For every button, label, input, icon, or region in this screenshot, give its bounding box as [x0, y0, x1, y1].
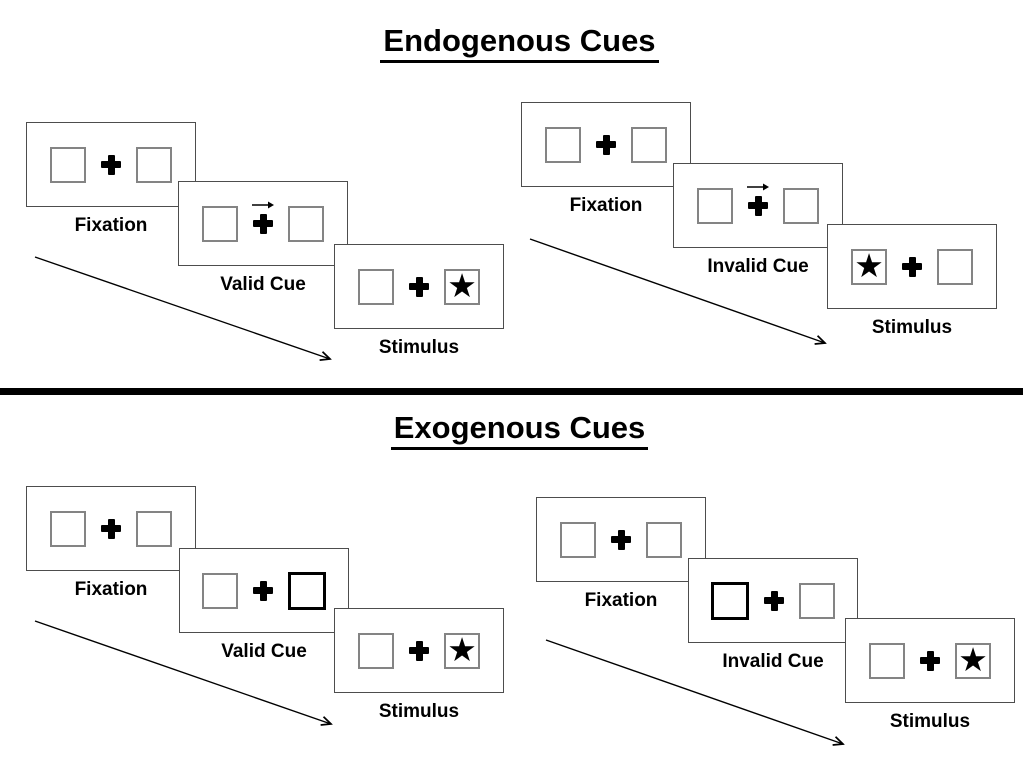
panel-invalid-cue	[688, 558, 858, 643]
panel-stimulus: ★	[334, 244, 504, 329]
panel-label: Stimulus	[871, 317, 953, 338]
right-box	[646, 521, 682, 558]
left-box	[202, 572, 238, 609]
panel-valid-cue	[178, 181, 348, 266]
left-box	[697, 187, 733, 224]
right-box: ★	[444, 630, 480, 669]
panel-invalid-cue	[673, 163, 843, 248]
fixation-cross-icon	[611, 529, 631, 550]
fixation-cross-icon	[920, 650, 940, 671]
right-box	[937, 248, 973, 285]
right-box	[631, 126, 667, 163]
panel-valid-cue	[179, 548, 349, 633]
fixation-cross-icon	[902, 256, 922, 277]
panel-label: Invalid Cue	[707, 256, 809, 277]
panel-label: Stimulus	[378, 701, 460, 722]
fixation-cross-icon	[764, 590, 784, 611]
right-box	[136, 510, 172, 547]
left-box	[50, 146, 86, 183]
fixation-cross-icon	[409, 276, 429, 297]
panel-label: Invalid Cue	[722, 651, 824, 672]
panel-fixation	[536, 497, 706, 582]
timeline-arrow	[34, 620, 343, 733]
cue-arrow-icon	[747, 183, 769, 190]
right-box	[783, 187, 819, 224]
left-box	[202, 205, 238, 242]
fixation-cross-icon	[252, 201, 274, 234]
timeline-arrow	[545, 639, 855, 753]
fixation-cross-icon	[101, 154, 121, 175]
right-box: ★	[444, 266, 480, 305]
panel-label: Fixation	[569, 195, 643, 216]
panel-fixation	[26, 486, 196, 571]
panel-label: Fixation	[74, 215, 148, 236]
star-icon: ★	[447, 630, 477, 668]
panel-label: Fixation	[74, 579, 148, 600]
fixation-cross-icon	[101, 518, 121, 539]
panel-fixation	[521, 102, 691, 187]
section-title-endogenous: Endogenous Cues	[0, 24, 1023, 63]
right-box: ★	[955, 640, 991, 679]
star-icon: ★	[958, 640, 988, 678]
right-box	[136, 146, 172, 183]
panel-stimulus: ★	[845, 618, 1015, 703]
panel-label: Stimulus	[378, 337, 460, 358]
left-box	[560, 521, 596, 558]
right-box	[288, 205, 324, 242]
panel-stimulus: ★	[334, 608, 504, 693]
fixation-cross-icon	[747, 183, 769, 216]
star-icon: ★	[854, 246, 884, 284]
left-box	[358, 268, 394, 305]
left-box: ★	[851, 246, 887, 285]
panel-label: Valid Cue	[221, 641, 307, 662]
cue-box	[711, 581, 749, 620]
timeline-arrow	[34, 256, 342, 367]
left-box	[358, 632, 394, 669]
panel-stimulus: ★	[827, 224, 997, 309]
cue-box	[288, 571, 326, 610]
timeline-arrow	[529, 238, 837, 351]
fixation-cross-icon	[409, 640, 429, 661]
section-title-exogenous: Exogenous Cues	[0, 411, 1023, 450]
fixation-cross-icon	[253, 580, 273, 601]
panel-label: Stimulus	[889, 711, 971, 732]
cue-arrow-icon	[252, 201, 274, 208]
left-box	[50, 510, 86, 547]
left-box	[545, 126, 581, 163]
section-divider	[0, 388, 1023, 395]
right-box	[799, 582, 835, 619]
left-box	[869, 642, 905, 679]
panel-fixation	[26, 122, 196, 207]
fixation-cross-icon	[596, 134, 616, 155]
star-icon: ★	[447, 266, 477, 304]
panel-label: Fixation	[584, 590, 658, 611]
panel-label: Valid Cue	[220, 274, 306, 295]
